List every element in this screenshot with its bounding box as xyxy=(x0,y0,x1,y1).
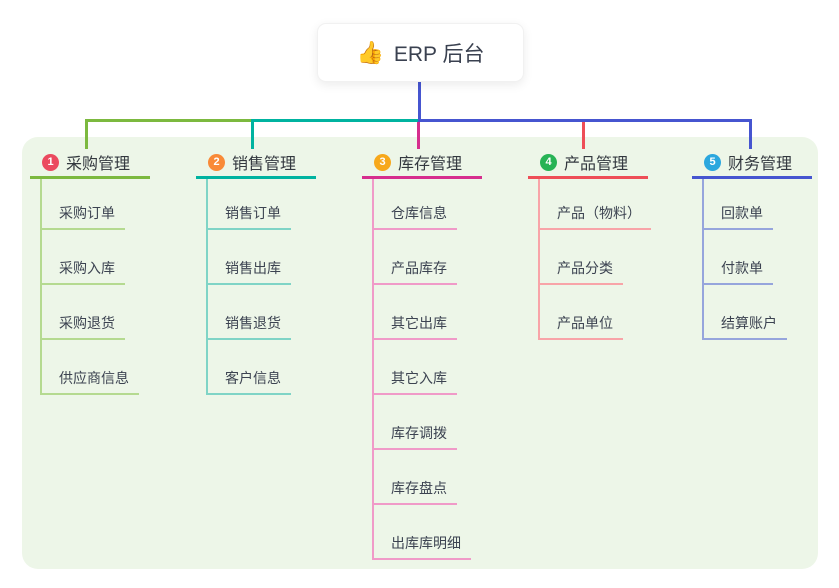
branch-title[interactable]: 1 采购管理 xyxy=(30,148,150,179)
root-label: ERP 后台 xyxy=(393,42,485,66)
child-node[interactable]: 结算账户 xyxy=(704,285,827,340)
branch-number-badge: 4 xyxy=(540,153,557,171)
connector-line xyxy=(85,119,254,122)
root-node[interactable]: 👍 ERP 后台 xyxy=(317,23,524,82)
branch-number-badge: 1 xyxy=(42,153,59,171)
child-node[interactable]: 产品（物料） xyxy=(540,179,663,230)
child-node[interactable]: 产品库存 xyxy=(374,230,497,285)
child-node-label: 付款单 xyxy=(704,260,773,285)
child-node[interactable]: 库存调拨 xyxy=(374,395,497,450)
child-node[interactable]: 采购入库 xyxy=(42,230,165,285)
child-node-label: 库存调拨 xyxy=(374,425,457,450)
branch-children: 回款单付款单结算账户 xyxy=(702,179,827,340)
child-node[interactable]: 销售退货 xyxy=(208,285,331,340)
child-node-label: 供应商信息 xyxy=(42,370,139,395)
child-node-label: 采购退货 xyxy=(42,315,125,340)
child-node[interactable]: 回款单 xyxy=(704,179,827,230)
connector-line xyxy=(418,119,752,122)
connector-line xyxy=(749,119,752,149)
branch-label: 销售管理 xyxy=(232,156,297,173)
thumbs-up-icon: 👍 xyxy=(356,39,384,65)
child-node-label: 结算账户 xyxy=(704,315,787,340)
branch-children: 销售订单销售出库销售退货客户信息 xyxy=(206,179,331,395)
child-node-label: 产品库存 xyxy=(374,260,457,285)
connector-line xyxy=(417,122,420,149)
child-node-label: 其它出库 xyxy=(374,315,457,340)
child-node-label: 出库库明细 xyxy=(374,535,471,560)
branch-children: 仓库信息产品库存其它出库其它入库库存调拨库存盘点出库库明细 xyxy=(372,179,497,560)
child-node-label: 仓库信息 xyxy=(374,205,457,230)
child-node[interactable]: 出库库明细 xyxy=(374,505,497,560)
branch-销售管理: 2 销售管理销售订单销售出库销售退货客户信息 xyxy=(196,148,331,395)
branch-children: 采购订单采购入库采购退货供应商信息 xyxy=(40,179,165,395)
branch-label: 库存管理 xyxy=(398,156,463,173)
connector-line xyxy=(251,119,254,149)
child-node[interactable]: 其它出库 xyxy=(374,285,497,340)
child-node-label: 销售订单 xyxy=(208,205,291,230)
child-node[interactable]: 产品分类 xyxy=(540,230,663,285)
child-node-label: 产品（物料） xyxy=(540,205,651,230)
child-node-label: 产品分类 xyxy=(540,260,623,285)
branch-label: 财务管理 xyxy=(728,156,793,173)
child-node-label: 采购订单 xyxy=(42,205,125,230)
branch-children: 产品（物料） 产品分类产品单位 xyxy=(538,179,663,340)
branch-label: 产品管理 xyxy=(564,156,629,173)
connector-line xyxy=(251,119,420,122)
child-node[interactable]: 库存盘点 xyxy=(374,450,497,505)
branch-number-badge: 3 xyxy=(374,153,391,171)
connector-line xyxy=(582,122,585,149)
child-node[interactable]: 客户信息 xyxy=(208,340,331,395)
branch-采购管理: 1 采购管理采购订单采购入库采购退货供应商信息 xyxy=(30,148,165,395)
child-node-label: 销售出库 xyxy=(208,260,291,285)
branch-产品管理: 4 产品管理产品（物料） 产品分类产品单位 xyxy=(528,148,663,340)
child-node[interactable]: 付款单 xyxy=(704,230,827,285)
child-node-label: 库存盘点 xyxy=(374,480,457,505)
background-panel xyxy=(22,137,818,569)
child-node[interactable]: 供应商信息 xyxy=(42,340,165,395)
branch-title[interactable]: 5 财务管理 xyxy=(692,148,812,179)
connector-line xyxy=(85,119,88,149)
child-node-label: 产品单位 xyxy=(540,315,623,340)
child-node-label: 采购入库 xyxy=(42,260,125,285)
child-node-label: 其它入库 xyxy=(374,370,457,395)
branch-label: 采购管理 xyxy=(66,156,131,173)
child-node[interactable]: 产品单位 xyxy=(540,285,663,340)
branch-title[interactable]: 4 产品管理 xyxy=(528,148,648,179)
child-node-label: 回款单 xyxy=(704,205,773,230)
branch-number-badge: 5 xyxy=(704,153,721,171)
child-node-label: 客户信息 xyxy=(208,370,291,395)
branch-title[interactable]: 3 库存管理 xyxy=(362,148,482,179)
branch-财务管理: 5 财务管理回款单付款单结算账户 xyxy=(692,148,827,340)
branch-title[interactable]: 2 销售管理 xyxy=(196,148,316,179)
connector-line xyxy=(418,80,421,122)
child-node[interactable]: 仓库信息 xyxy=(374,179,497,230)
branch-库存管理: 3 库存管理仓库信息产品库存其它出库其它入库库存调拨库存盘点出库库明细 xyxy=(362,148,497,560)
child-node[interactable]: 采购订单 xyxy=(42,179,165,230)
child-node-label: 销售退货 xyxy=(208,315,291,340)
child-node[interactable]: 销售出库 xyxy=(208,230,331,285)
child-node[interactable]: 采购退货 xyxy=(42,285,165,340)
child-node[interactable]: 销售订单 xyxy=(208,179,331,230)
branch-number-badge: 2 xyxy=(208,153,225,171)
child-node[interactable]: 其它入库 xyxy=(374,340,497,395)
